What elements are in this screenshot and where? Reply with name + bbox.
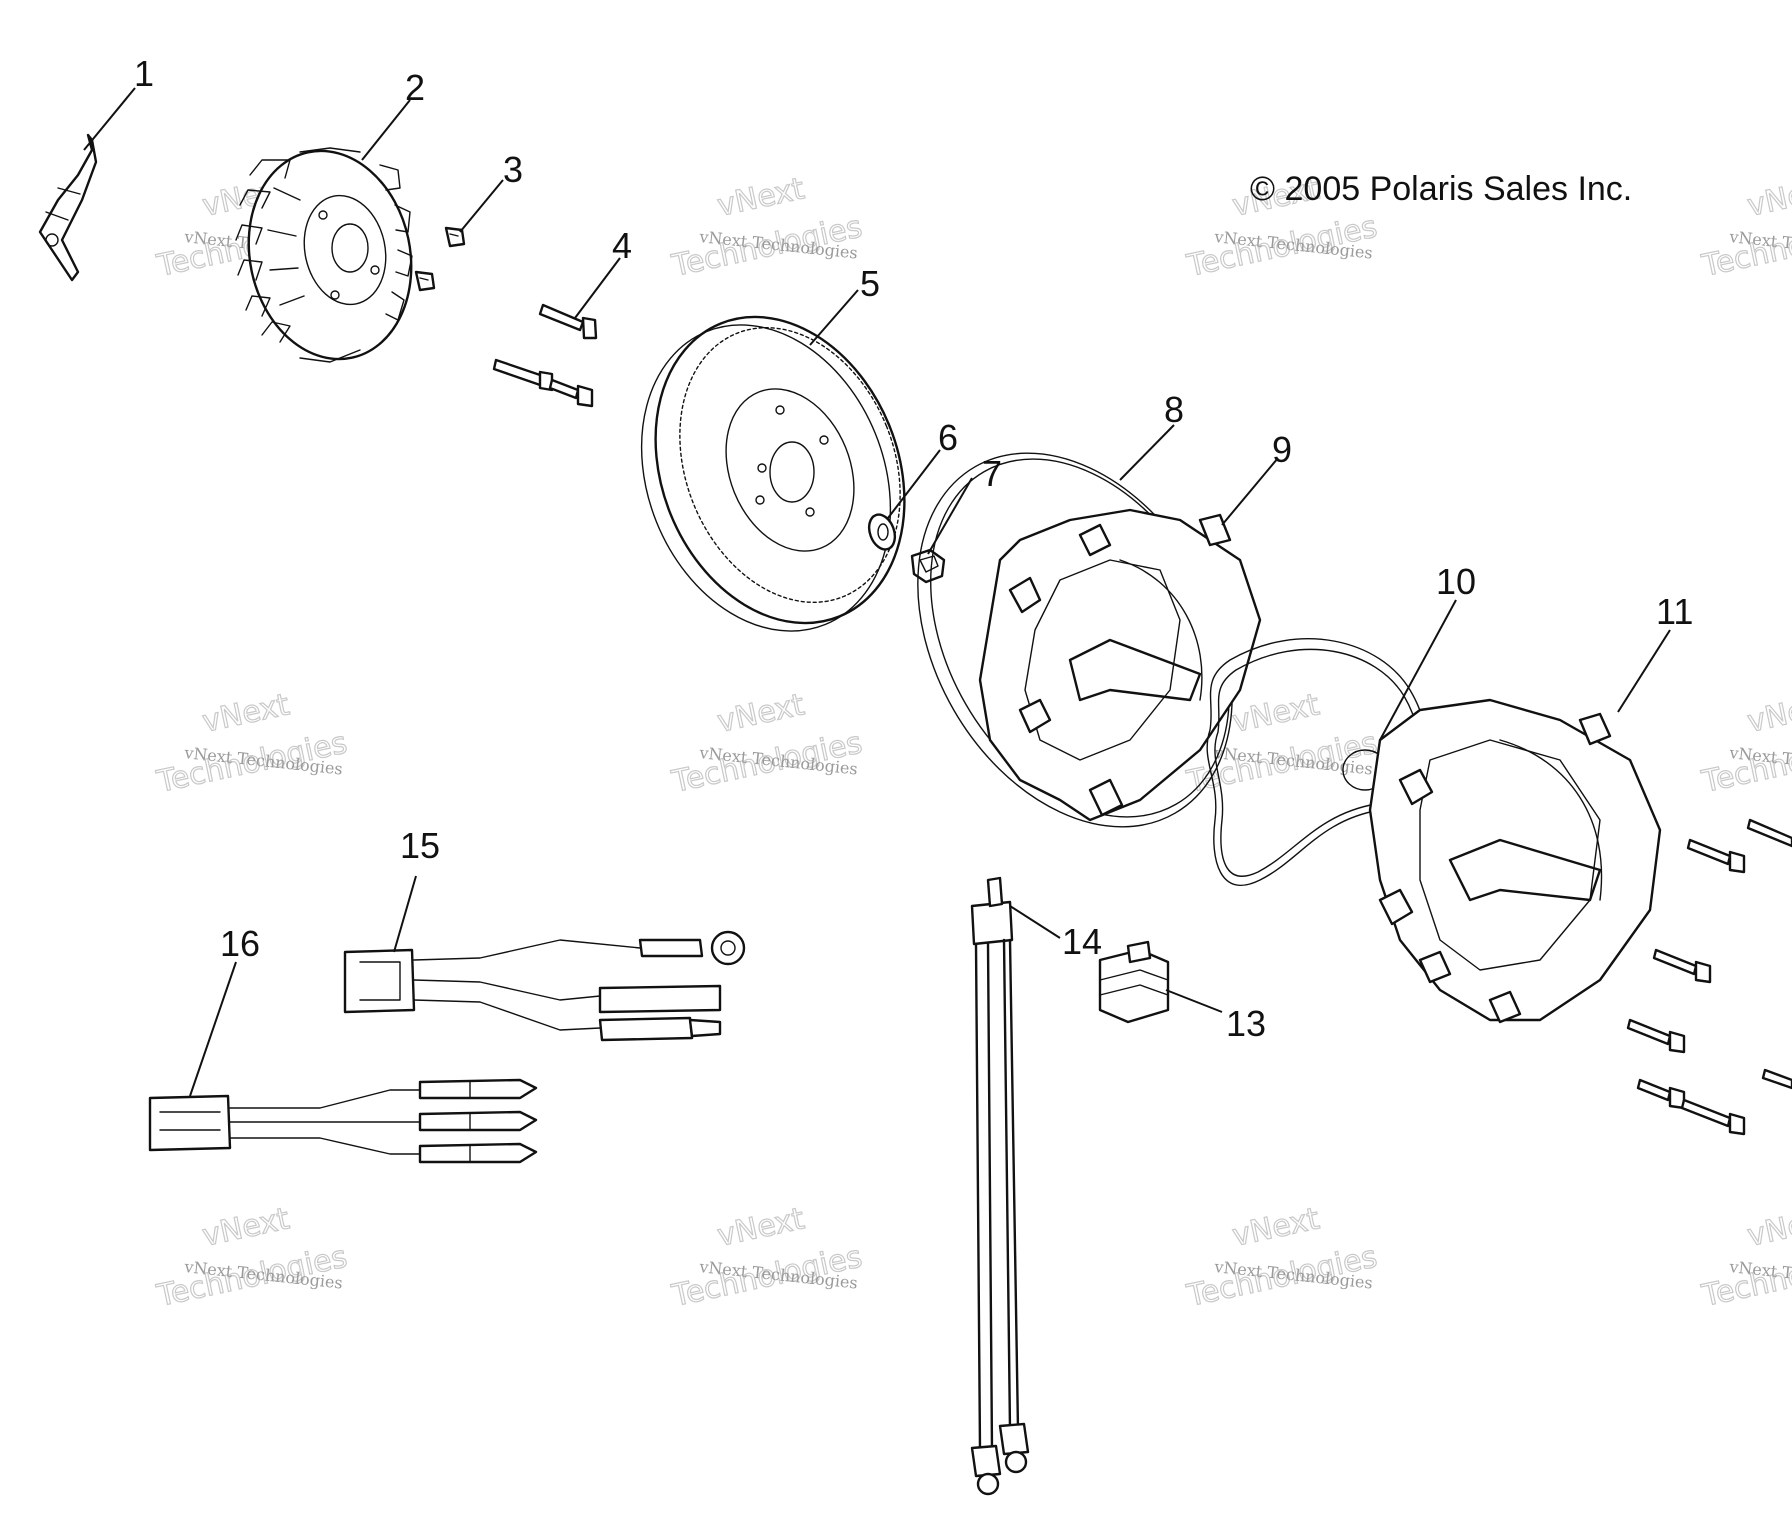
part-11-cover bbox=[1368, 698, 1662, 1024]
callout-14: 14 bbox=[1062, 921, 1102, 962]
callout-7: 7 bbox=[982, 453, 1002, 494]
part-4-bolts bbox=[492, 303, 598, 408]
callout-11: 11 bbox=[1656, 591, 1693, 632]
callout-3: 3 bbox=[503, 149, 523, 190]
watermark-large-top: vNext bbox=[1744, 1201, 1792, 1254]
part-2-stator bbox=[235, 147, 413, 363]
part-7-nut bbox=[910, 548, 946, 584]
watermark-large-top: vNext bbox=[1744, 171, 1792, 224]
part-8-cover bbox=[917, 452, 1262, 828]
callout-13: 13 bbox=[1226, 1003, 1266, 1044]
part-1-bracket bbox=[38, 133, 98, 282]
callout-15: 15 bbox=[400, 825, 440, 866]
watermark-large-top: vNext bbox=[199, 687, 292, 740]
part-5-flywheel bbox=[640, 315, 906, 632]
callout-2: 2 bbox=[405, 67, 425, 108]
part-15-harness bbox=[343, 930, 746, 1042]
cover-bolts bbox=[1626, 818, 1792, 1136]
watermark-large-top: vNext bbox=[714, 687, 807, 740]
callout-10: 10 bbox=[1436, 561, 1476, 602]
part-16-harness bbox=[148, 1078, 538, 1164]
copyright-text: © 2005 Polaris Sales Inc. bbox=[1250, 170, 1632, 208]
part-13-connector bbox=[1098, 940, 1170, 1024]
watermark-large-top: vNext bbox=[1229, 1201, 1322, 1254]
callout-16: 16 bbox=[220, 923, 260, 964]
watermark-large-top: vNext bbox=[1229, 687, 1322, 740]
part-14-sensor bbox=[970, 876, 1030, 1496]
callout-8: 8 bbox=[1164, 389, 1184, 430]
part-3-screws bbox=[414, 226, 466, 292]
callout-1: 1 bbox=[134, 53, 154, 94]
watermark-large-top: vNext bbox=[1744, 687, 1792, 740]
watermark-large-top: vNext bbox=[199, 1201, 292, 1254]
watermark-large-top: vNext bbox=[714, 1201, 807, 1254]
part-6-washer bbox=[867, 513, 897, 551]
watermark-large-top: vNext bbox=[714, 171, 807, 224]
callout-9: 9 bbox=[1272, 429, 1292, 470]
callout-5: 5 bbox=[860, 263, 880, 304]
leader-lines bbox=[83, 87, 1671, 1097]
callout-labels: 1 2 3 4 5 6 7 8 9 10 11 13 14 15 16 bbox=[134, 53, 1693, 1044]
callout-4: 4 bbox=[612, 225, 632, 266]
part-10-gasket bbox=[1206, 638, 1428, 886]
callout-6: 6 bbox=[938, 417, 958, 458]
